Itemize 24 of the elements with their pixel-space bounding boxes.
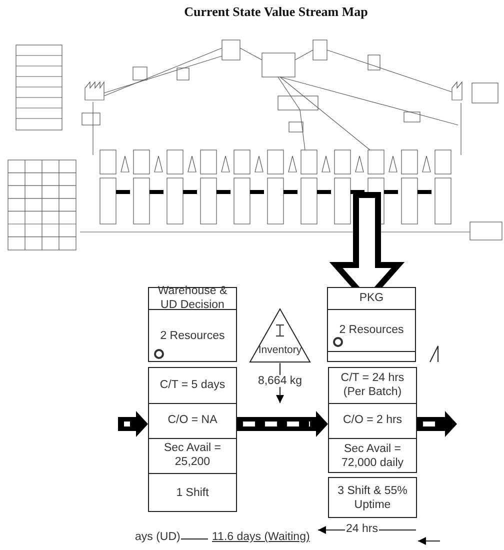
inventory-label: Inventory: [257, 344, 303, 356]
timeline-label: 24 hrs: [345, 523, 379, 535]
process-title: PKG: [358, 290, 385, 306]
process-box: [148, 287, 237, 362]
data-box: [328, 367, 417, 473]
data-cell-text: C/T = 24 hrs (Per Batch): [340, 370, 406, 400]
push-arrow: [417, 411, 457, 437]
data-cell: Sec Avail = 25,200: [149, 438, 236, 473]
data-box: [148, 367, 237, 512]
title: Current State Value Stream Map: [183, 4, 369, 20]
data-cell: 1 Shift: [149, 473, 236, 513]
timeline-label: ays (UD): [134, 531, 182, 543]
process-box: [327, 287, 416, 362]
inventory-triangle: [249, 308, 311, 363]
data-box: [328, 477, 417, 518]
process-title: Warehouse & UD Decision: [156, 288, 228, 309]
data-cell: C/O = NA: [149, 403, 236, 438]
data-cell-text: C/T = 5 days: [158, 378, 226, 393]
data-cell-text: 3 Shift & 55% Uptime: [336, 484, 408, 512]
timeline-label: 11.6 days (Waiting): [211, 531, 311, 543]
data-cell: Sec Avail = 72,000 daily: [329, 438, 416, 474]
push-arrow: [237, 411, 328, 437]
push-arrow: [118, 411, 148, 437]
data-cell: C/O = 2 hrs: [329, 403, 416, 438]
